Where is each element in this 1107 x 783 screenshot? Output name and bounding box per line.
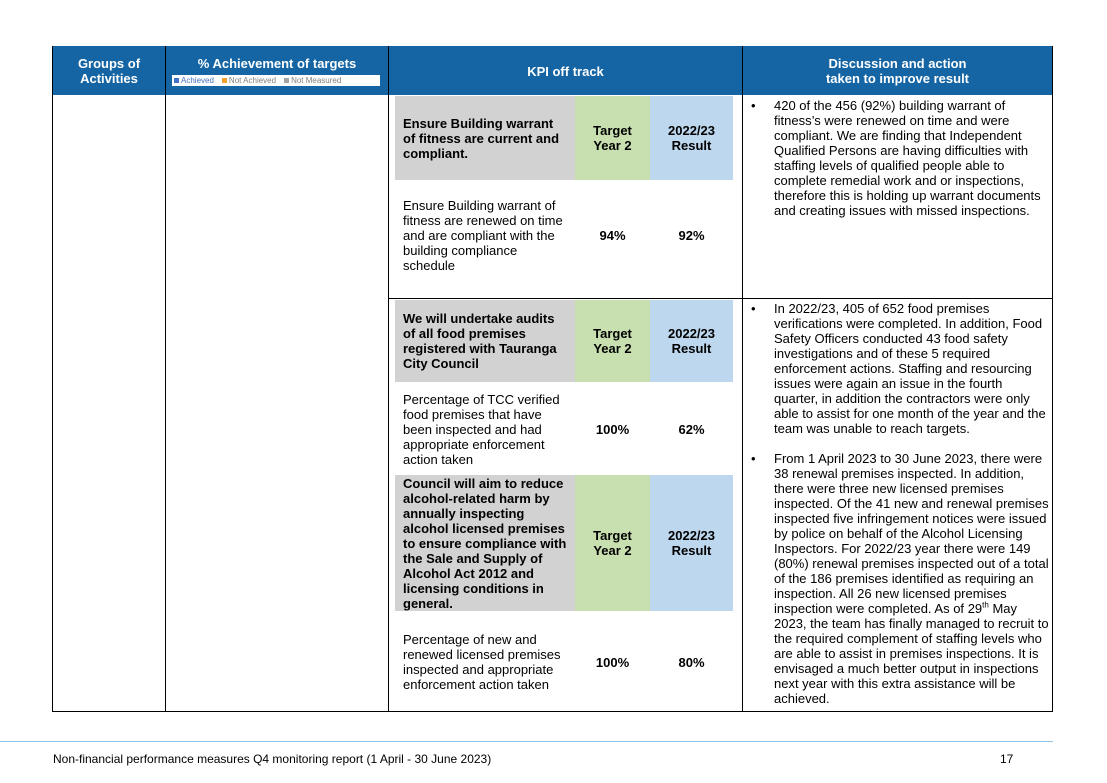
discussion-block-2: • In 2022/23, 405 of 652 food premises v… [743, 301, 1049, 706]
discussion-date-day: 29 [967, 601, 983, 616]
kpi1-target-label-1: Target [593, 123, 632, 138]
kpi1-target-header: Target Year 2 [575, 96, 650, 180]
discussion-item: • 420 of the 456 (92%) building warrant … [743, 98, 1049, 218]
kpi2-target-value: 100% [575, 388, 650, 470]
kpi1-result-header: 2022/23 Result [650, 96, 733, 180]
header-discussion-line1: Discussion and action [828, 56, 967, 71]
kpi2-result-label-2: Result [671, 341, 712, 356]
legend-not-measured-swatch [284, 78, 290, 83]
footer-title-text: Non-financial performance measures Q4 mo… [53, 752, 492, 766]
legend-achieved-label: Achieved [181, 76, 214, 85]
kpi1-result-text: 92% [678, 227, 705, 243]
discussion-text: In 2022/23, 405 of 652 food premises ver… [774, 301, 1046, 436]
bullet-icon: • [751, 301, 756, 316]
kpi3-result-header: 2022/23 Result [650, 475, 733, 611]
kpi2-measure-text: Percentage of TCC verified food premises… [403, 391, 560, 467]
discussion-date-suffix: th [982, 600, 989, 610]
discussion-text: 420 of the 456 (92%) building warrant of… [774, 98, 1041, 218]
footer-rule [0, 741, 1053, 742]
kpi2-title: We will undertake audits of all food pre… [395, 300, 575, 382]
header-kpi-label: KPI off track [527, 63, 604, 79]
kpi2-result-text: 62% [678, 421, 705, 437]
kpi1-result-value: 92% [650, 190, 733, 280]
legend-achieved-swatch [174, 78, 179, 83]
discussion-list-2: • In 2022/23, 405 of 652 food premises v… [743, 301, 1049, 706]
kpi1-result-label-2: Result [671, 138, 712, 153]
discussion-list-1: • 420 of the 456 (92%) building warrant … [743, 98, 1049, 218]
discussion-block-1: • 420 of the 456 (92%) building warrant … [743, 98, 1049, 218]
header-discussion: Discussion and action taken to improve r… [743, 47, 1052, 95]
border-bottom [52, 711, 1053, 712]
border-right [1052, 46, 1053, 712]
header-kpi: KPI off track [389, 47, 742, 95]
kpi3-result-text: 80% [678, 654, 705, 670]
kpi3-title: Council will aim to reduce alcohol-relat… [395, 475, 575, 611]
kpi1-measure: Ensure Building warrant of fitness are r… [395, 190, 575, 280]
border-col2 [388, 46, 389, 712]
kpi3-result-label-2: Result [671, 543, 712, 558]
kpi2-target-text: 100% [595, 421, 630, 437]
border-left [52, 46, 53, 712]
kpi3-title-text: Council will aim to reduce alcohol-relat… [403, 475, 567, 611]
kpi2-result-label-1: 2022/23 [668, 326, 715, 341]
legend-achieved: Achieved [174, 75, 214, 86]
discussion-item: • From 1 April 2023 to 30 June 2023, the… [743, 451, 1049, 706]
kpi3-target-text: 100% [595, 654, 630, 670]
kpi3-measure: Percentage of new and renewed licensed p… [395, 620, 575, 704]
border-row-split [388, 298, 1053, 299]
footer-title: Non-financial performance measures Q4 mo… [53, 752, 491, 766]
bullet-icon: • [751, 98, 756, 113]
kpi3-target-label-1: Target [593, 528, 632, 543]
header-groups-line1: Groups of [77, 56, 141, 71]
bullet-icon: • [751, 451, 756, 466]
legend-not-achieved-swatch [221, 78, 227, 83]
border-col3 [742, 46, 743, 712]
kpi3-measure-text: Percentage of new and renewed licensed p… [403, 632, 561, 692]
legend-not-measured-label: Not Measured [291, 76, 342, 85]
discussion-text: From 1 April 2023 to 30 June 2023, there… [774, 451, 1049, 616]
header-discussion-line2: taken to improve result [825, 71, 970, 86]
kpi2-measure: Percentage of TCC verified food premises… [395, 388, 575, 470]
discussion-item: • In 2022/23, 405 of 652 food premises v… [743, 301, 1049, 436]
kpi3-target-label-2: Year 2 [593, 543, 632, 558]
kpi1-measure-text: Ensure Building warrant of fitness are r… [403, 197, 563, 273]
kpi3-target-header: Target Year 2 [575, 475, 650, 611]
discussion-tail: May 2023, the team has finally managed t… [774, 601, 1049, 706]
kpi2-target-header: Target Year 2 [575, 300, 650, 382]
kpi2-target-label-1: Target [593, 326, 632, 341]
kpi2-result-header: 2022/23 Result [650, 300, 733, 382]
kpi1-result-label-1: 2022/23 [668, 123, 715, 138]
legend-not-achieved-label: Not Achieved [228, 76, 277, 85]
kpi2-title-text: We will undertake audits of all food pre… [403, 311, 557, 371]
table-top-border [52, 46, 1053, 47]
kpi2-result-value: 62% [650, 388, 733, 470]
kpi3-result-label-1: 2022/23 [668, 528, 715, 543]
header-groups: Groups of Activities [53, 47, 165, 95]
page-number-text: 17 [1000, 752, 1014, 766]
header-achievement: % Achievement of targets [166, 47, 388, 95]
page-number: 17 [1000, 752, 1013, 766]
achievement-legend: Achieved Not Achieved Not Measured [172, 75, 380, 86]
kpi1-target-text: 94% [599, 227, 626, 243]
legend-not-measured: Not Measured [284, 75, 341, 86]
kpi1-target-value: 94% [575, 190, 650, 280]
border-col1 [165, 46, 166, 712]
legend-not-achieved: Not Achieved [221, 75, 277, 86]
header-groups-line2: Activities [80, 71, 138, 86]
kpi1-title-text: Ensure Building warrant of fitness are c… [403, 115, 560, 161]
kpi1-title: Ensure Building warrant of fitness are c… [395, 96, 575, 180]
kpi2-target-label-2: Year 2 [593, 341, 632, 356]
kpi3-result-value: 80% [650, 620, 733, 704]
header-achievement-label: % Achievement of targets [197, 56, 357, 71]
kpi3-target-value: 100% [575, 620, 650, 704]
kpi1-target-label-2: Year 2 [593, 138, 632, 153]
